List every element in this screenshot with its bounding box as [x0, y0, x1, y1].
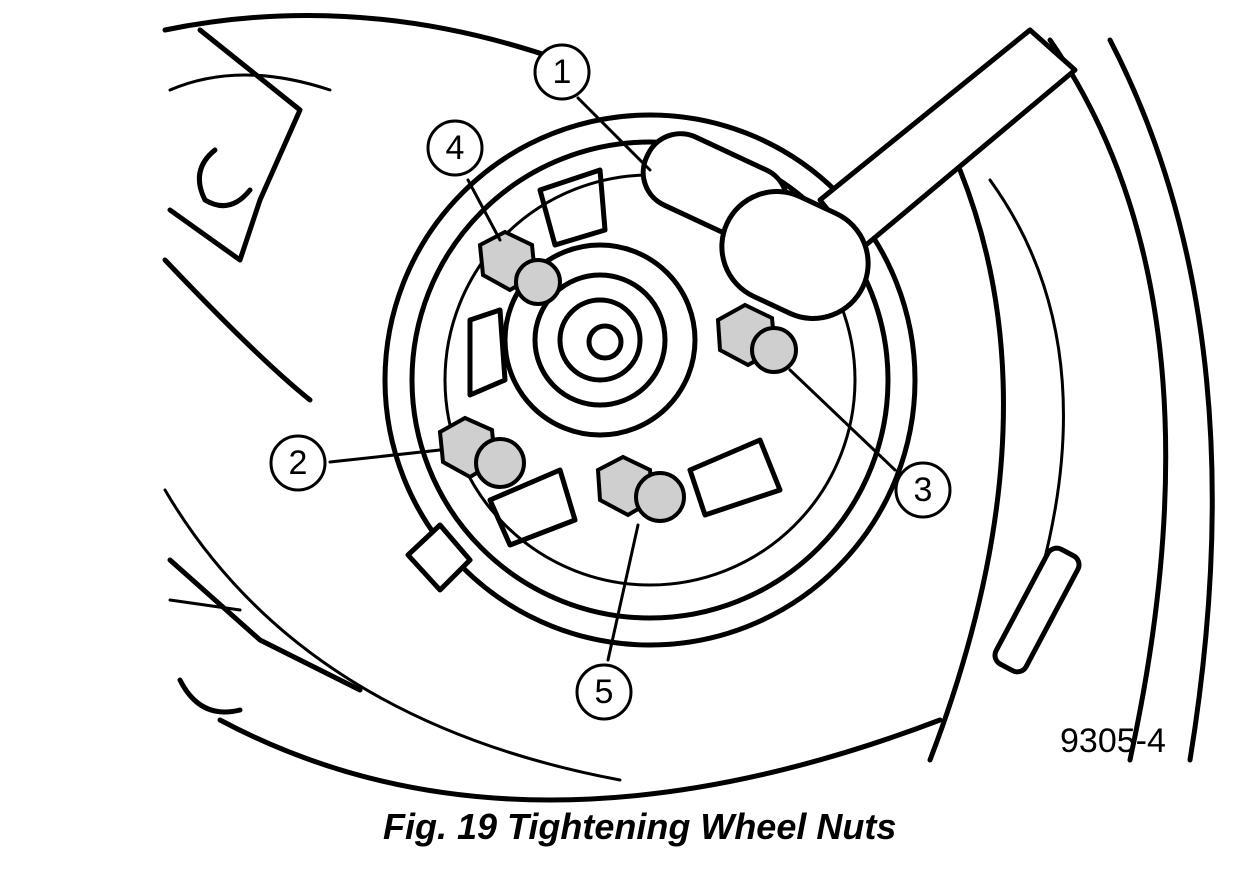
callout-2: 2	[269, 434, 327, 492]
lug-nut-3	[715, 302, 798, 374]
figure-caption: Fig. 19 Tightening Wheel Nuts	[383, 806, 897, 847]
valve-stem	[992, 545, 1082, 675]
figure-code: 9305-4	[1060, 722, 1166, 760]
callout-1-label: 1	[553, 53, 572, 91]
callout-4: 4	[426, 119, 484, 177]
callout-leaders	[328, 96, 897, 662]
lug-nut-2	[437, 415, 526, 489]
wheel-weight-clip	[405, 522, 473, 593]
callout-5-label: 5	[595, 673, 614, 711]
callout-5: 5	[575, 663, 633, 721]
wheel-hub	[502, 242, 698, 438]
callout-3: 3	[894, 461, 952, 519]
callout-3-label: 3	[914, 471, 933, 509]
lug-nut-5	[595, 454, 686, 523]
lug-nut-4	[477, 229, 562, 306]
callout-4-label: 4	[446, 129, 465, 167]
callout-2-label: 2	[289, 444, 308, 482]
tire-outline	[162, 12, 1215, 803]
torque-wrench	[640, 27, 1078, 321]
vehicle-body-left	[167, 27, 363, 715]
callout-1: 1	[533, 43, 591, 101]
